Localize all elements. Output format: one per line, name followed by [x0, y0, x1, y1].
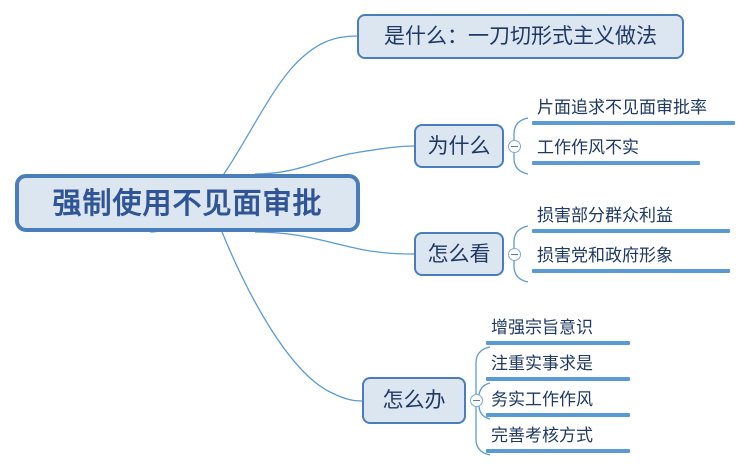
root-node[interactable]: 强制使用不见面审批 [15, 174, 360, 232]
branch-node-zen-me-ban[interactable]: 怎么办 [362, 377, 466, 424]
leaf-node-label: 损害党和政府形象 [537, 246, 673, 266]
leaf-node-label: 片面追求不见面审批率 [537, 98, 707, 118]
collapse-toggle-icon[interactable] [508, 140, 521, 153]
leaf-node[interactable]: 损害党和政府形象 [532, 248, 730, 273]
leaf-underline [486, 377, 630, 381]
leaf-node[interactable]: 务实工作作风 [486, 392, 630, 417]
branch-node-label: 怎么看 [427, 241, 491, 266]
leaf-node[interactable]: 工作作风不实 [532, 140, 700, 165]
leaf-underline [486, 341, 630, 345]
edge-root-to-branch-3 [221, 231, 363, 402]
leaf-node-label: 注重实事求是 [491, 354, 593, 374]
branch-node-wei-shen-me[interactable]: 为什么 [414, 124, 504, 168]
edge-root-to-branch-2 [254, 231, 415, 255]
leaf-underline [532, 121, 735, 125]
leaf-node-label: 损害部分群众利益 [537, 206, 673, 226]
leaf-underline [486, 449, 630, 453]
leaf-node[interactable]: 增强宗旨意识 [486, 320, 630, 345]
leaf-underline [532, 269, 730, 273]
collapse-toggle-icon[interactable] [508, 248, 521, 261]
collapse-toggle-icon[interactable] [470, 394, 483, 407]
leaf-node-label: 完善考核方式 [491, 426, 593, 446]
leaf-node[interactable]: 完善考核方式 [486, 428, 630, 453]
leaf-underline [486, 413, 630, 417]
branch-node-label: 是什么：一刀切形式主义做法 [384, 24, 657, 48]
edge-root-to-branch-1 [254, 145, 415, 175]
leaf-underline [532, 229, 730, 233]
leaf-node-label: 务实工作作风 [491, 390, 593, 410]
root-node-label: 强制使用不见面审批 [52, 185, 323, 220]
leaf-underline [532, 161, 700, 165]
leaf-node-label: 增强宗旨意识 [491, 318, 593, 338]
branch-node-label: 怎么办 [382, 388, 446, 412]
branch-node-shi-shen-me[interactable]: 是什么：一刀切形式主义做法 [357, 14, 684, 59]
leaf-node[interactable]: 损害部分群众利益 [532, 208, 730, 233]
leaf-node-label: 工作作风不实 [537, 138, 639, 158]
leaf-node[interactable]: 注重实事求是 [486, 356, 630, 381]
branch-node-label: 为什么 [427, 133, 491, 158]
branch-node-zen-me-kan[interactable]: 怎么看 [414, 232, 504, 276]
leaf-node[interactable]: 片面追求不见面审批率 [532, 100, 735, 125]
